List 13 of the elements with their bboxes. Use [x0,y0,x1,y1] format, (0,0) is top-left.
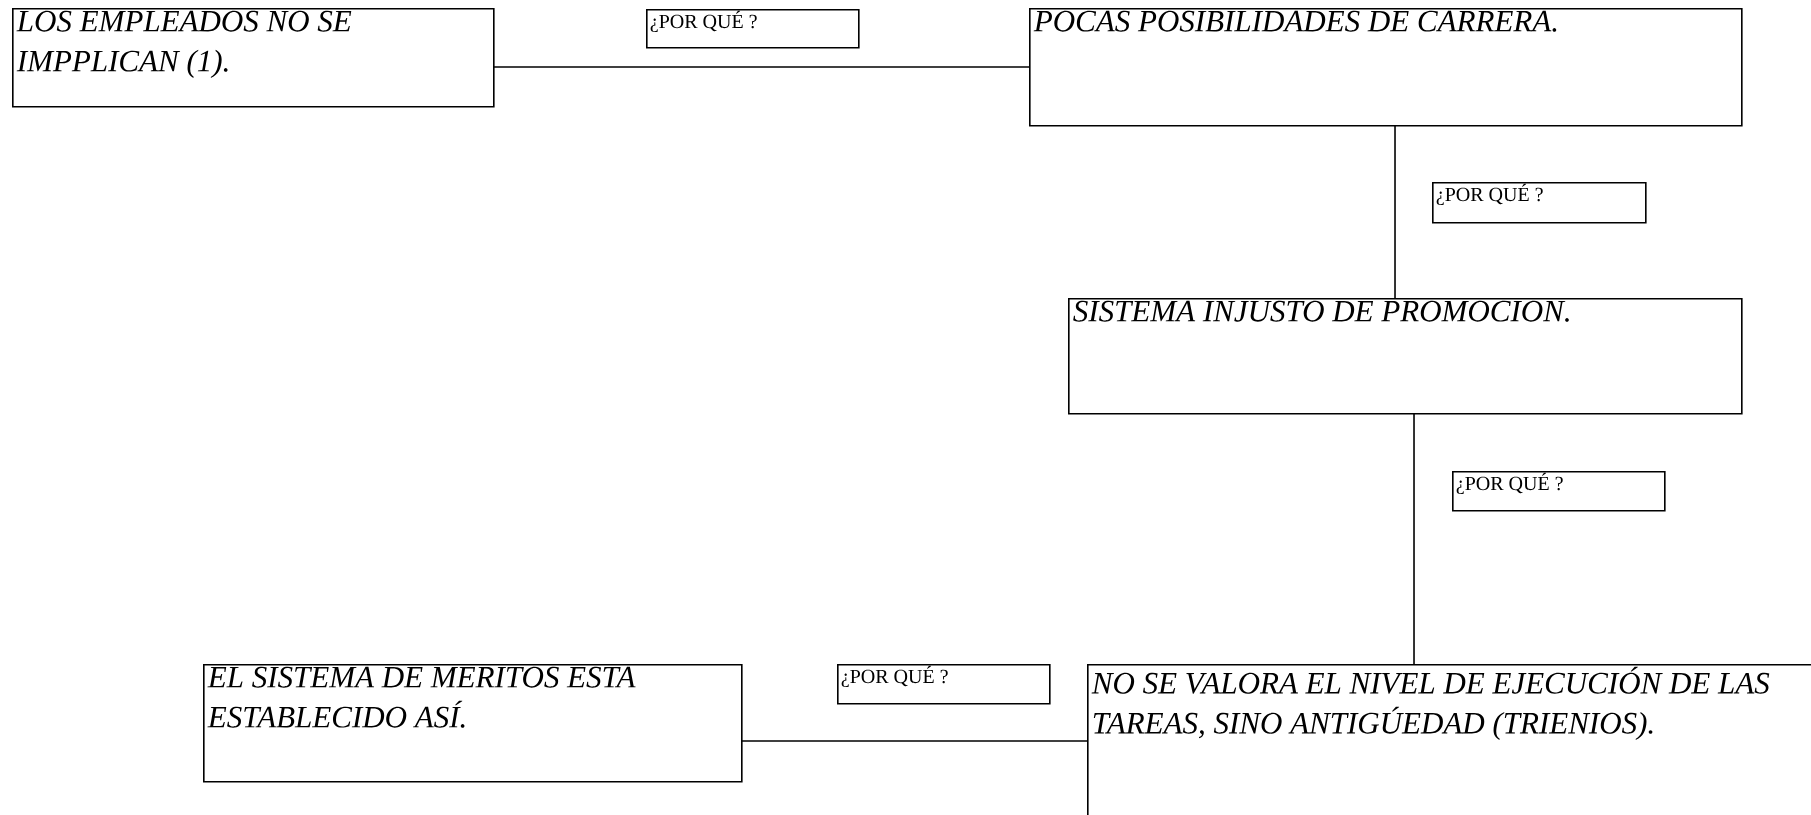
question-box: ¿POR QUÉ ? [1452,471,1666,512]
connector-line [492,66,1030,68]
connector-line [740,740,1088,742]
cause-box: LOS EMPLEADOS NO SE IMPPLICAN (1). [12,8,495,108]
cause-box: SISTEMA INJUSTO DE PROMOCION. [1068,298,1743,415]
cause-box: EL SISTEMA DE MERITOS ESTA ESTABLECIDO ASÍ. [203,664,743,783]
question-box: ¿POR QUÉ ? [837,664,1051,705]
cause-box: POCAS POSIBILIDADES DE CARRERA. [1029,8,1743,127]
connector-line [1413,412,1415,665]
question-box: ¿POR QUÉ ? [1432,182,1647,224]
cause-box: NO SE VALORA EL NIVEL DE EJECUCIÓN DE LAS TAREAS, SINO ANTIGÚEDAD (TRIENIOS). [1087,664,1811,815]
question-box: ¿POR QUÉ ? [646,9,860,49]
connector-line [1394,124,1396,299]
